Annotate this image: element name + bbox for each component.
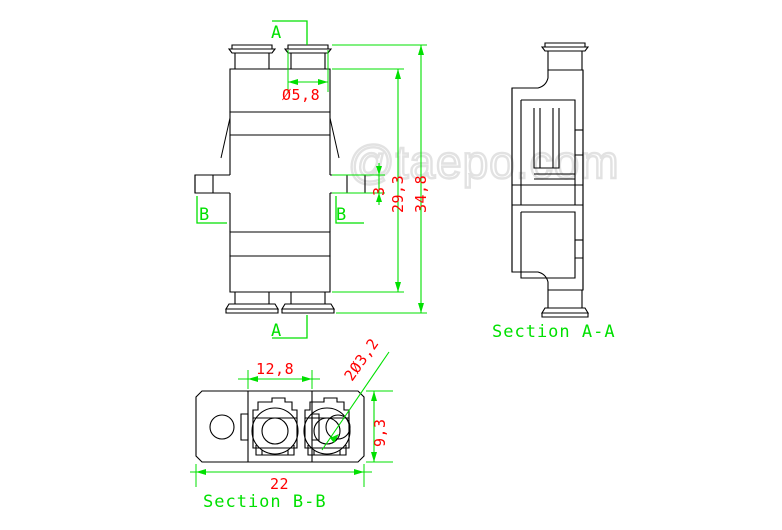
watermark: @taepo.com: [347, 135, 620, 189]
section-b-b-caption: Section B-B: [203, 492, 327, 512]
section-a-a-view: Section A-A: [492, 42, 616, 342]
dimension-body-width: 9,3: [366, 390, 393, 463]
section-bb-side-tabs: [240, 413, 320, 441]
section-marker-a-top-label: A: [271, 23, 281, 43]
dimension-flange-thickness: 3: [332, 163, 388, 205]
section-marker-a-bottom-label: A: [271, 321, 281, 341]
dimension-bore-diameter: Ø5,8: [282, 50, 329, 104]
dimension-flange-thickness-label: 3: [370, 186, 388, 196]
section-aa-lower-cavity: [520, 211, 583, 279]
dimension-overall-length: 22: [190, 464, 372, 493]
front-view: A A B B: [194, 20, 430, 341]
dimension-bore-diameter-label: Ø5,8: [282, 86, 320, 104]
front-latch-arms: [220, 117, 340, 159]
front-body-waist: [229, 135, 331, 175]
dimension-body-width-label: 9,3: [371, 418, 389, 447]
section-marker-b-right: B: [335, 196, 364, 225]
front-top-ferrules: [227, 44, 333, 70]
section-marker-b-left-label: B: [199, 205, 209, 225]
front-bottom-ferrules: [225, 291, 335, 314]
section-bb-flange-plate: [195, 390, 365, 463]
section-marker-b-right-label: B: [336, 205, 346, 225]
section-aa-top-ferrule: [540, 42, 590, 71]
section-aa-bottom-ferrule: [541, 289, 589, 318]
section-aa-split-sleeve: [533, 108, 575, 180]
section-bb-port-right: [303, 397, 351, 456]
section-marker-b-left: B: [196, 196, 227, 225]
dimension-port-span-label: 12,8: [256, 360, 294, 378]
dimension-port-span: 12,8: [238, 360, 320, 389]
section-marker-a-top: A: [271, 20, 308, 45]
dimension-body-height-label: 29,3: [389, 175, 407, 213]
dimension-overall-height: 34,8: [332, 44, 430, 314]
section-marker-a-bottom: A: [271, 315, 308, 341]
section-b-b-view: 12,8 2Ø3,2 9,3: [190, 335, 393, 512]
watermark-text: @taepo.com: [348, 136, 620, 188]
front-body-lower: [229, 231, 331, 293]
dimension-overall-height-label: 34,8: [412, 175, 430, 213]
section-bb-port-left: [251, 397, 299, 456]
dimension-mounting-holes-label: 2Ø3,2: [341, 335, 383, 384]
section-a-a-caption: Section A-A: [492, 322, 616, 342]
section-aa-middle-band: [512, 184, 583, 206]
dimension-body-height: 29,3: [332, 68, 407, 293]
dimension-overall-length-label: 22: [270, 475, 289, 493]
